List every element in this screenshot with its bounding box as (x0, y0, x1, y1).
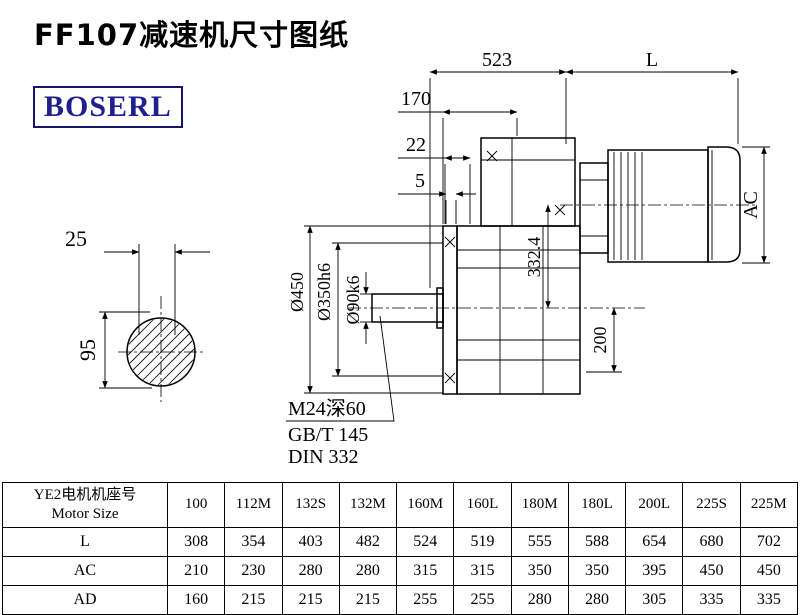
dim-200-label: 200 (590, 327, 610, 354)
value-cell: 215 (338, 585, 398, 615)
gearbox-details (444, 138, 713, 394)
column-header-200L: 200L (625, 482, 684, 528)
value-cell: 215 (224, 585, 283, 615)
tap-hole-note: M24深60 (288, 397, 366, 420)
column-header-132M: 132M (338, 482, 398, 528)
row-label-AD: AD (2, 585, 168, 615)
value-cell: 210 (166, 556, 226, 586)
column-header-112M: 112M (224, 482, 283, 528)
shaft-end-view (126, 244, 196, 387)
value-cell: 315 (396, 556, 455, 586)
dim-95-label: 95 (75, 339, 100, 361)
row-label-AC: AC (2, 556, 168, 586)
column-header-225M: 225M (739, 482, 799, 528)
dia-450-label: Ø450 (287, 272, 307, 312)
value-cell: 305 (625, 585, 684, 615)
value-cell: 555 (510, 527, 569, 557)
table-header-motor-size: YE2电机机座号 Motor Size (2, 482, 168, 528)
page-title: FF107减速机尺寸图纸 (34, 18, 350, 52)
dim-22-label: 22 (406, 134, 426, 156)
value-cell: 450 (739, 556, 799, 586)
table-header-en: Motor Size (51, 506, 119, 522)
dimension-lines (102, 69, 767, 394)
keyway-lines (138, 244, 176, 335)
value-cell: 255 (453, 585, 512, 615)
gearbox-outline (371, 137, 741, 395)
table-header-cn: YE2电机机座号 (33, 486, 137, 503)
fan-cover (707, 146, 741, 263)
shaft-section-circle (126, 317, 196, 387)
dia-90-label: Ø90k6 (343, 276, 363, 325)
dia-350-label: Ø350h6 (314, 263, 334, 321)
value-cell: 403 (281, 527, 340, 557)
value-cell: 354 (224, 527, 283, 557)
dim-523-label: 523 (482, 49, 512, 71)
dim-L-label: L (646, 49, 658, 71)
value-cell: 335 (739, 585, 799, 615)
value-cell: 280 (281, 556, 340, 586)
row-label-L: L (2, 527, 168, 557)
dimension-labels: 523 L 170 22 5 AC 332.4 200 Ø450 Ø350h6 … (65, 49, 762, 468)
value-cell: 308 (166, 527, 226, 557)
value-cell: 280 (510, 585, 569, 615)
column-header-225S: 225S (682, 482, 741, 528)
din-standard-note: DIN 332 (288, 446, 359, 468)
value-cell: 315 (453, 556, 512, 586)
value-cell: 280 (338, 556, 398, 586)
value-cell: 255 (396, 585, 455, 615)
value-cell: 588 (567, 527, 627, 557)
value-cell: 524 (396, 527, 455, 557)
value-cell: 450 (682, 556, 741, 586)
value-cell: 215 (281, 585, 340, 615)
column-header-180L: 180L (567, 482, 627, 528)
value-cell: 482 (338, 527, 398, 557)
motor-body (607, 149, 709, 263)
column-header-132S: 132S (281, 482, 340, 528)
extension-lines (99, 78, 770, 422)
value-cell: 230 (224, 556, 283, 586)
column-header-160M: 160M (396, 482, 455, 528)
tap-hole-leader (286, 315, 395, 422)
brand-logo: BOSERL (33, 86, 183, 128)
value-cell: 654 (625, 527, 684, 557)
column-header-100: 100 (166, 482, 226, 528)
value-cell: 519 (453, 527, 512, 557)
value-cell: 702 (739, 527, 799, 557)
column-header-180M: 180M (510, 482, 569, 528)
motor-adapter (579, 162, 609, 254)
dim-5-label: 5 (415, 170, 425, 192)
section-hatching (128, 319, 194, 385)
value-cell: 680 (682, 527, 741, 557)
value-cell: 350 (567, 556, 627, 586)
center-lines (118, 204, 758, 402)
column-header-160L: 160L (453, 482, 512, 528)
value-cell: 335 (682, 585, 741, 615)
value-cell: 350 (510, 556, 569, 586)
dim-25-label: 25 (65, 226, 87, 251)
value-cell: 280 (567, 585, 627, 615)
dim-170-label: 170 (401, 88, 431, 110)
dim-AC-label: AC (740, 191, 762, 219)
value-cell: 160 (166, 585, 226, 615)
value-cell: 395 (625, 556, 684, 586)
gb-standard-note: GB/T 145 (288, 424, 368, 446)
dim-332-label: 332.4 (524, 237, 544, 278)
